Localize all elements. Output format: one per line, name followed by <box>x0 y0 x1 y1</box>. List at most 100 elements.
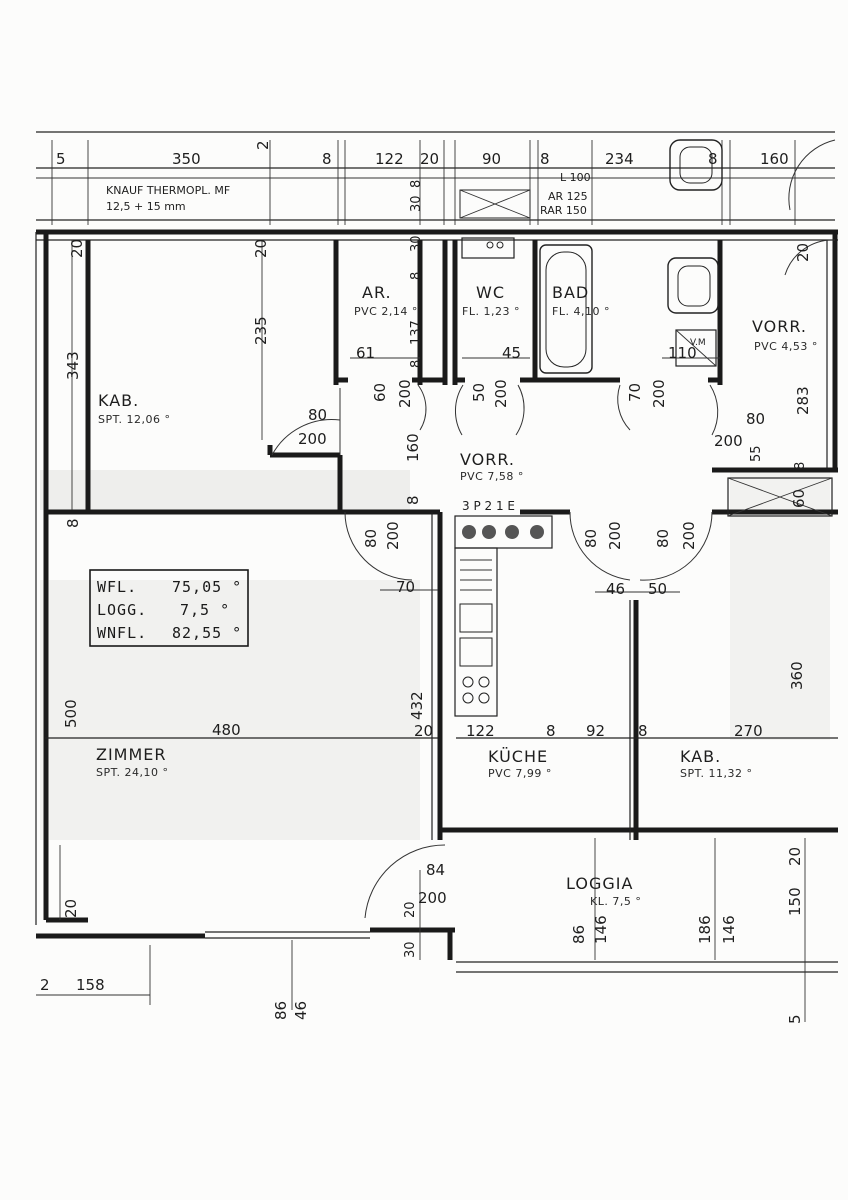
wnfl-label: WNFL. <box>97 624 147 642</box>
dim: 46 <box>292 1001 310 1020</box>
room-ar-area: PVC 2,14 ° <box>354 305 418 318</box>
room-loggia-area: KL. 7,5 ° <box>590 895 641 908</box>
room-wc-name: WC <box>476 283 505 302</box>
room-vorr2-area: PVC 7,58 ° <box>460 470 524 483</box>
dim: 137 <box>409 320 424 345</box>
shaft-box <box>727 477 833 517</box>
dim: 200 <box>650 379 668 408</box>
dimension-labels: 5 350 2 8 122 20 90 8 234 8 160 30 8 30 … <box>40 140 812 1024</box>
dim: 200 <box>418 889 447 907</box>
dim: 2 <box>254 140 272 150</box>
dim: 500 <box>62 699 80 728</box>
dim: 20 <box>68 239 86 258</box>
room-kuche-name: KÜCHE <box>488 747 548 766</box>
dim: 350 <box>172 150 201 168</box>
room-kab2-name: KAB. <box>680 747 721 766</box>
insulation-note-1: KNAUF THERMOPL. MF <box>106 184 230 197</box>
note-rar150: RAR 150 <box>540 204 587 217</box>
note-vm: V.M <box>690 338 706 348</box>
dim: 150 <box>786 887 804 916</box>
dim: 90 <box>482 150 501 168</box>
door-swings <box>271 139 836 919</box>
dim: 60 <box>790 489 808 508</box>
dim: 200 <box>680 521 698 550</box>
dim: 8 <box>409 180 424 188</box>
dim: 30 <box>409 195 424 212</box>
stove-labels: 3 P 2 1 E <box>462 499 515 513</box>
dim: 186 <box>696 915 714 944</box>
room-labels: KAB. SPT. 12,06 ° AR. PVC 2,14 ° WC FL. … <box>96 283 818 908</box>
dim: 146 <box>720 915 738 944</box>
dim: 200 <box>492 379 510 408</box>
dim: 60 <box>371 383 389 402</box>
dim: 158 <box>76 976 105 994</box>
room-vorr1-name: VORR. <box>752 317 807 336</box>
room-kab2-area: SPT. 11,32 ° <box>680 767 753 780</box>
dim: 20 <box>414 722 433 740</box>
dim: 55 <box>749 445 764 462</box>
bathtub <box>539 244 593 374</box>
dim: 70 <box>626 383 644 402</box>
dim: 234 <box>605 150 634 168</box>
dim: 70 <box>396 578 415 596</box>
dim: 8 <box>322 150 332 168</box>
dim: 146 <box>592 915 610 944</box>
dim: 20 <box>794 243 812 262</box>
note-l100: L 100 <box>560 171 591 184</box>
dim: 122 <box>466 722 495 740</box>
dim: 235 <box>252 316 270 345</box>
dim: 200 <box>606 521 624 550</box>
logg-value: 7,5 ° <box>180 601 230 619</box>
dim: 270 <box>734 722 763 740</box>
room-vorr2-name: VORR. <box>460 450 515 469</box>
walls <box>35 229 838 973</box>
logg-label: LOGG. <box>97 601 147 619</box>
room-loggia-name: LOGGIA <box>566 874 633 893</box>
room-bad-area: FL. 4,10 ° <box>552 305 610 318</box>
room-ar-name: AR. <box>362 283 392 302</box>
dim: 92 <box>586 722 605 740</box>
top-dimension-strip <box>36 131 835 225</box>
dim: 30 <box>403 941 418 958</box>
dim: 8 <box>638 722 648 740</box>
notes: KNAUF THERMOPL. MF 12,5 + 15 mm L 100 AR… <box>106 171 706 513</box>
room-zimmer-area: SPT. 24,10 ° <box>96 766 169 779</box>
dim: 360 <box>788 661 806 690</box>
dim: 110 <box>668 344 697 362</box>
room-vorr1-area: PVC 4,53 ° <box>754 340 818 353</box>
wfl-label: WFL. <box>97 578 137 596</box>
dim: 46 <box>606 580 625 598</box>
dim: 50 <box>648 580 667 598</box>
room-zimmer-name: ZIMMER <box>96 745 167 764</box>
dim: 8 <box>793 462 808 470</box>
dim: 2 <box>40 976 50 994</box>
dim: 200 <box>714 432 743 450</box>
dim: 86 <box>570 925 588 944</box>
dim: 200 <box>298 430 327 448</box>
dim: 200 <box>396 379 414 408</box>
room-kab1-area: SPT. 12,06 ° <box>98 413 171 426</box>
dim: 160 <box>760 150 789 168</box>
dim: 343 <box>64 351 82 380</box>
scan-shadow <box>40 470 410 510</box>
dim: 122 <box>375 150 404 168</box>
kitchen-counter <box>454 515 553 717</box>
room-bad-name: BAD <box>552 283 589 302</box>
dim: 61 <box>356 344 375 362</box>
dim: 160 <box>404 433 422 462</box>
dim: 8 <box>546 722 556 740</box>
dim: 80 <box>746 410 765 428</box>
sanitary-fixtures <box>459 139 723 367</box>
dim: 5 <box>786 1014 804 1024</box>
dim: 8 <box>404 495 422 505</box>
dim: 20 <box>252 239 270 258</box>
dim: 480 <box>212 721 241 739</box>
dim: 30 <box>409 235 424 252</box>
dim: 5 <box>56 150 66 168</box>
dim: 8 <box>64 518 82 528</box>
dim: 45 <box>502 344 521 362</box>
room-wc-area: FL. 1,23 ° <box>462 305 520 318</box>
scan-shadow <box>730 470 830 740</box>
note-ar125: AR 125 <box>548 190 588 203</box>
